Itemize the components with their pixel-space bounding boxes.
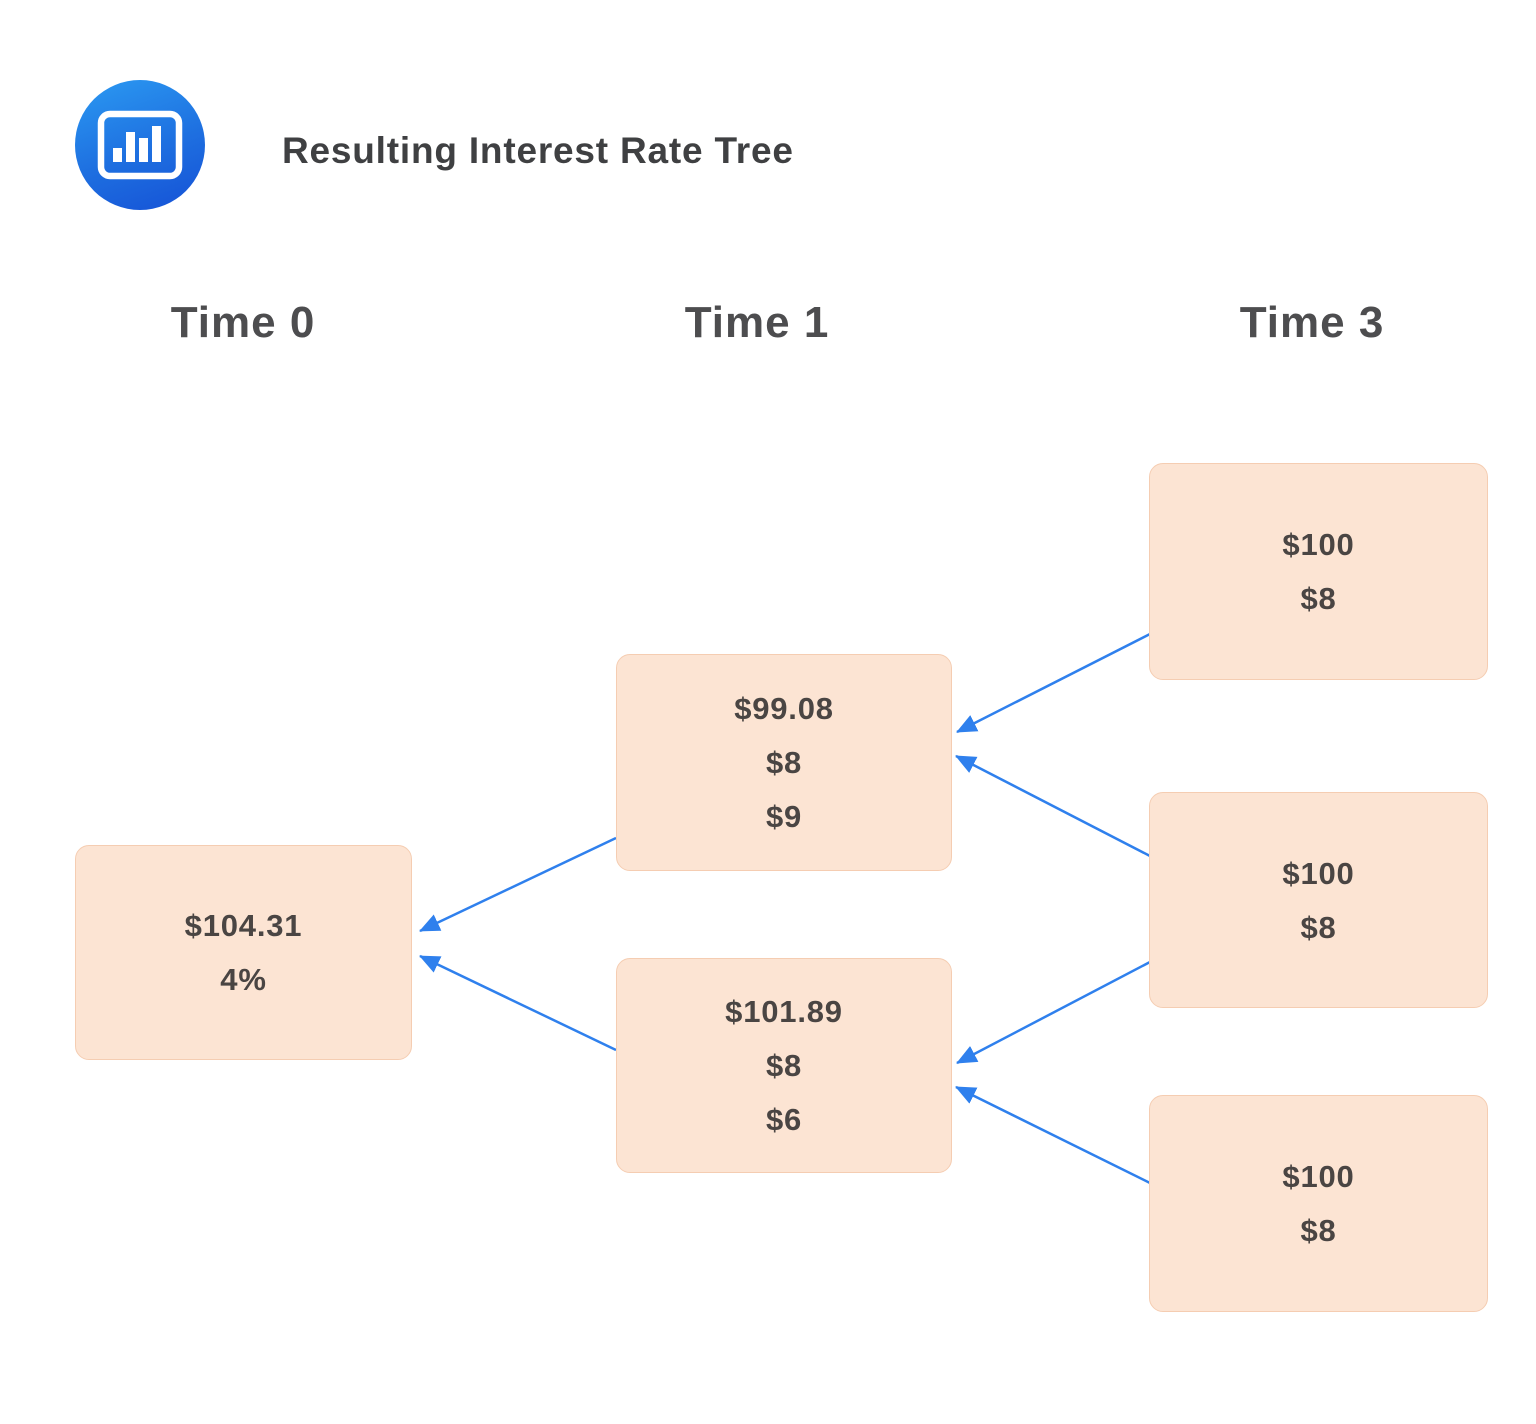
node-rate: 4% (220, 962, 267, 997)
node-value: $99.08 (734, 691, 834, 726)
bar-chart-icon (75, 80, 205, 210)
node-value: $101.89 (725, 994, 843, 1029)
edge-time3mid-to-time1up (955, 754, 1151, 858)
node-value: $100 (1282, 855, 1355, 891)
column-header-time-1: Time 1 (684, 298, 830, 347)
node-time0: $104.31 4% (75, 845, 412, 1060)
edge-time1down-to-time0 (419, 954, 617, 1052)
node-time1-upper: $99.08 $8 $9 (616, 654, 952, 871)
column-header-time-3: Time 3 (1239, 298, 1385, 347)
node-time3-lower: $100 $8 (1149, 1095, 1488, 1312)
column-header-time-0: Time 0 (170, 298, 316, 347)
node-coupon: $8 (765, 1048, 803, 1083)
node-time3-middle: $100 $8 (1149, 792, 1488, 1008)
node-value: $100 (1282, 1159, 1355, 1194)
edge-time3mid-to-time1down (956, 960, 1151, 1065)
edge-time3down-to-time1down (955, 1085, 1151, 1185)
node-time1-lower: $101.89 $8 $6 (616, 958, 952, 1173)
node-coupon: $8 (765, 745, 803, 780)
node-time3-upper: $100 $8 (1149, 463, 1488, 680)
node-coupon: $8 (1300, 909, 1337, 945)
node-value: $100 (1282, 527, 1355, 562)
node-coupon: $8 (1300, 1213, 1337, 1248)
node-coupon: $8 (1300, 581, 1337, 616)
node-rate: $6 (765, 1102, 803, 1137)
edge-time3up-to-time1up (956, 632, 1151, 734)
page-title: Resulting Interest Rate Tree (282, 130, 794, 171)
node-rate: $9 (765, 799, 803, 834)
edge-time1up-to-time0 (419, 836, 617, 933)
node-value: $104.31 (184, 908, 303, 943)
